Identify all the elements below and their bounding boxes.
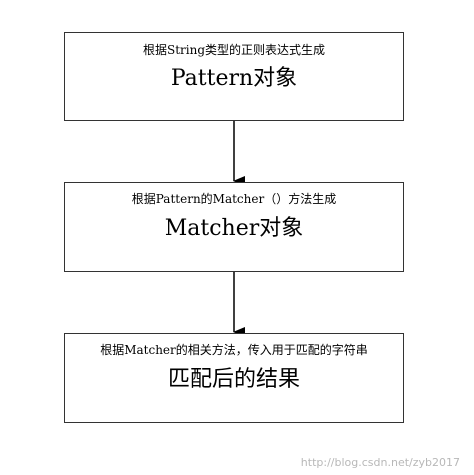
- step-description: 根据Matcher的相关方法，传入用于匹配的字符串: [100, 343, 368, 357]
- step-title: 匹配后的结果: [167, 367, 300, 392]
- step-description: 根据Pattern的Matcher（）方法生成: [131, 192, 337, 206]
- watermark: http://blog.csdn.net/zyb2017: [300, 456, 460, 469]
- step-box-pattern: 根据String类型的正则表达式生成 Pattern对象: [64, 32, 404, 121]
- step-description: 根据String类型的正则表达式生成: [142, 43, 326, 57]
- step-title: Matcher对象: [164, 216, 304, 241]
- step-box-matcher: 根据Pattern的Matcher（）方法生成 Matcher对象: [64, 182, 404, 272]
- step-title: Pattern对象: [170, 66, 298, 91]
- step-box-result: 根据Matcher的相关方法，传入用于匹配的字符串 匹配后的结果: [64, 333, 404, 423]
